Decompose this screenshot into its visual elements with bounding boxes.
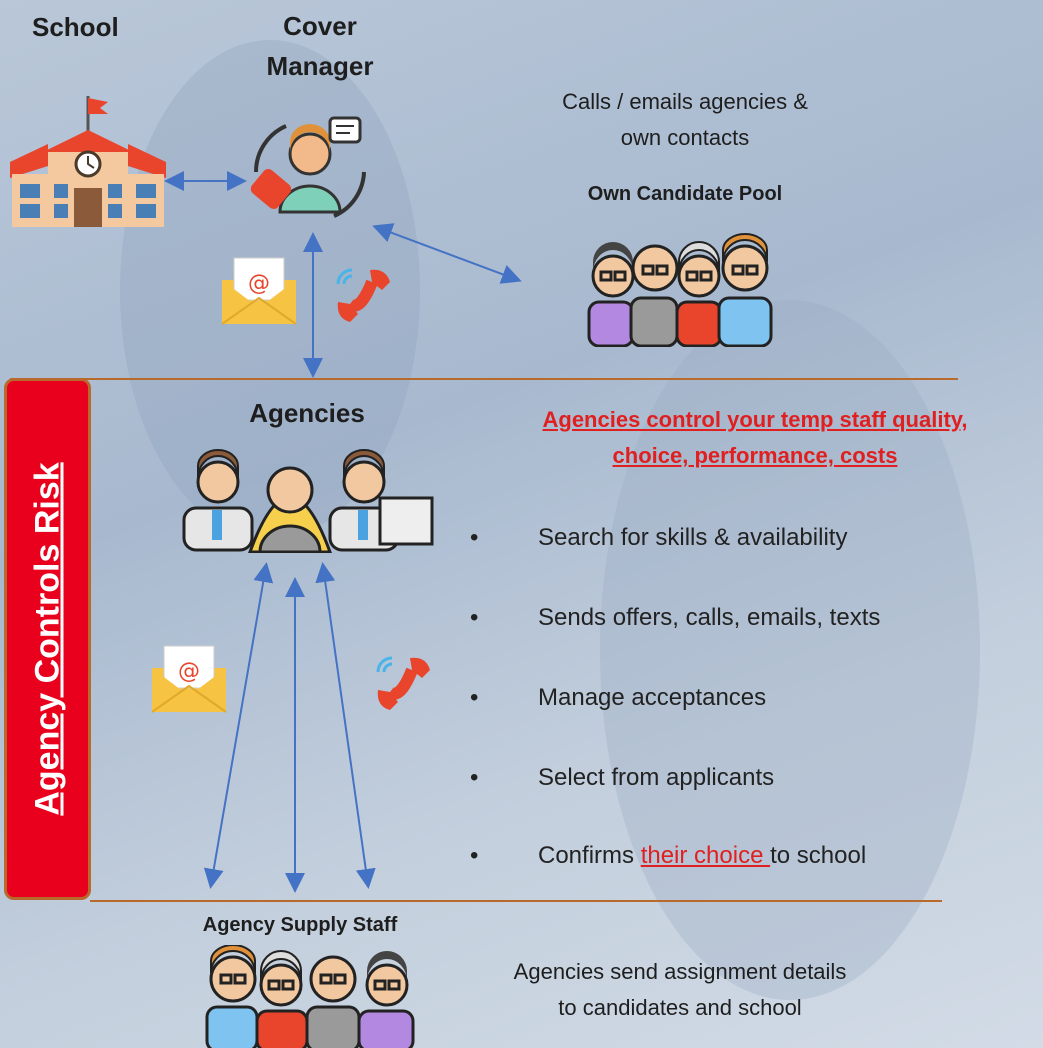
bullet-text: Search for skills & availability [538,524,848,551]
headline-line1: Agencies control your temp staff quality… [542,407,968,432]
bullet-text-pre: Confirms [538,842,641,869]
agency-operators-icon [182,449,434,553]
supply-description: Agencies send assignment details to cand… [470,954,890,1026]
school-label: School [32,12,119,42]
own-contacts-line2: own contacts [620,125,750,150]
agency-controls-risk-box: Agency Controls Risk [4,378,91,900]
bullet-dot: • [470,842,479,869]
bullet-text-last: Confirms their choice to school [538,842,866,870]
own-candidate-pool-title: Own Candidate Pool [587,183,783,205]
bullet-dot: • [470,764,479,791]
own-contacts-text: Calls / emails agencies & own contacts [490,84,880,156]
agencies-title: Agencies [249,398,365,428]
bullet-text: Manage acceptances [538,684,767,711]
agency-staff-arrow-left [203,562,274,889]
supply-description-line1: Agencies send assignment details [513,959,847,984]
background-shape [600,300,980,1000]
agency-staff-arrow-right [315,562,376,889]
call-center-icon [250,116,366,218]
agencies-headline: Agencies control your temp staff quality… [470,402,1040,474]
school-building-icon [10,96,166,227]
headline-line2: choice, performance, costs [612,443,898,468]
group-people-icon [587,233,773,347]
agency-supply-staff-title: Agency Supply Staff [202,914,398,936]
group-people-icon [205,945,415,1048]
cover-manager-line2: Manager [266,51,374,81]
bullet-text: Sends offers, calls, emails, texts [538,604,881,631]
cover-manager-label: Cover Manager [235,6,405,86]
bullet-dot: • [470,524,479,551]
bullet-text-post: to school [770,842,867,869]
svg-text:@: @ [178,659,200,684]
cover-manager-line1: Cover [283,11,357,41]
email-icon: @ [151,645,227,713]
svg-text:@: @ [248,271,270,296]
own-contacts-line1: Calls / emails agencies & [562,89,808,114]
bullet-dot: • [470,684,479,711]
bullet-dot: • [470,604,479,631]
email-icon: @ [221,257,297,325]
cover-pool-arrow [372,223,522,284]
their-choice-highlight: their choice [640,842,771,869]
supply-description-line2: to candidates and school [558,995,802,1020]
agency-controls-risk-label: Agency Controls Risk [28,462,66,816]
phone-icon [376,656,430,710]
bullet-text: Select from applicants [538,764,775,791]
